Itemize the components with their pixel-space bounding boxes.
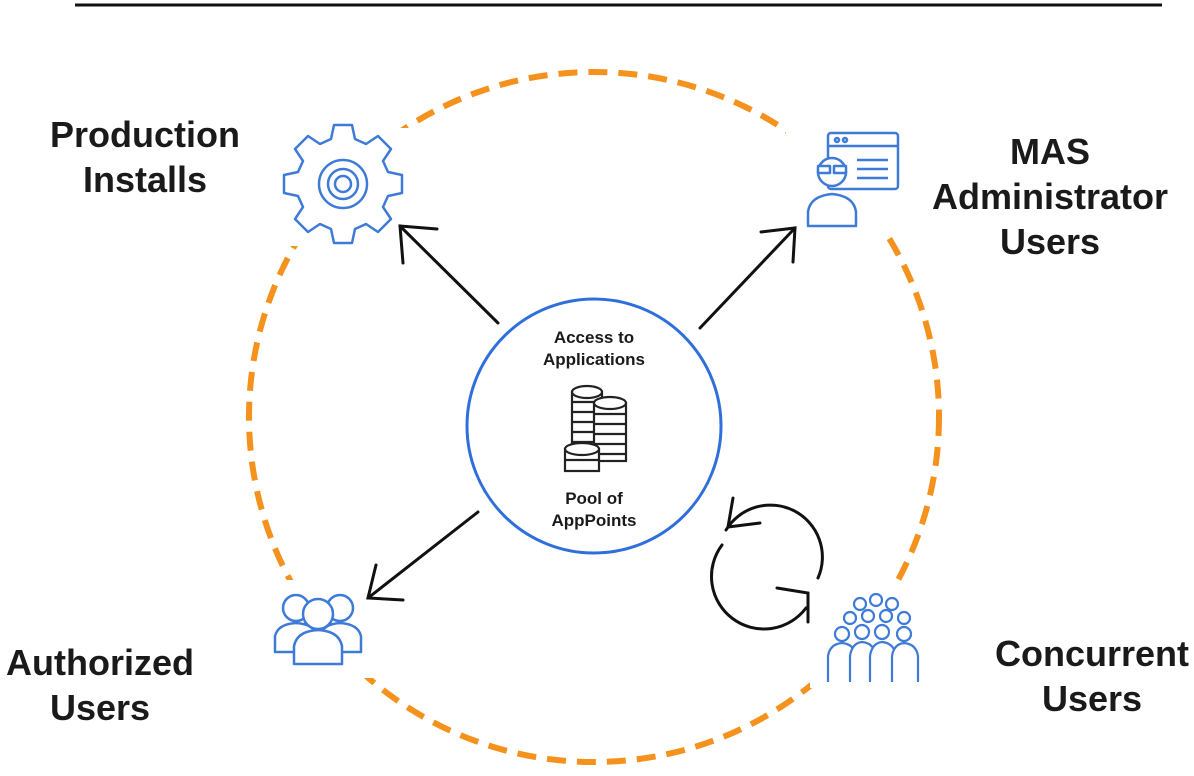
arrow-to-mas-administrator-users <box>698 226 797 330</box>
label-line: Production <box>50 114 240 155</box>
center-bottom-text: Pool of AppPoints <box>484 488 704 532</box>
crowd-icon <box>826 592 920 682</box>
dashed-ring <box>246 69 942 765</box>
label-line: Users <box>1041 678 1143 719</box>
label-line: Administrator <box>931 176 1169 217</box>
center-text-line: Pool of <box>565 489 623 508</box>
label-line: Authorized <box>6 642 194 683</box>
arrow-to-production-installs <box>398 224 500 325</box>
label-line: Users <box>999 221 1101 262</box>
center-text-line: Access to <box>553 328 635 347</box>
center-text-line: AppPoints <box>551 511 637 530</box>
label-concurrent-users: Concurrent Users <box>990 631 1194 721</box>
user-group-icon <box>273 593 363 666</box>
label-production-installs: Production Installs <box>30 112 260 202</box>
label-line: Installs <box>82 159 208 200</box>
label-line: MAS <box>1010 131 1090 172</box>
admin-user-icon <box>806 131 900 228</box>
coin-stacks-icon <box>563 384 628 473</box>
arrow-to-authorized-users <box>366 510 480 602</box>
label-line: Users <box>49 687 151 728</box>
gear-icon <box>282 123 404 245</box>
label-authorized-users: Authorized Users <box>0 640 200 730</box>
center-text-line: Applications <box>542 350 645 369</box>
refresh-cycle-icon <box>710 496 824 631</box>
label-line: Concurrent <box>994 633 1189 674</box>
center-top-text: Access to Applications <box>484 327 704 371</box>
label-mas-administrator-users: MAS Administrator Users <box>925 129 1175 264</box>
